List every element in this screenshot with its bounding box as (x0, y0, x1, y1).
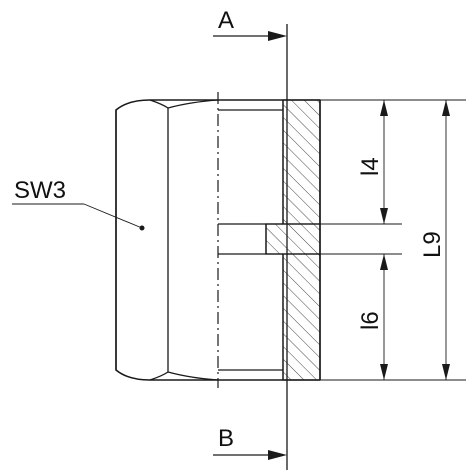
extension-lines (320, 99, 466, 381)
dimension-l6: l6 (357, 254, 388, 380)
section-marker-a: A (213, 7, 287, 41)
section-label-b: B (218, 425, 234, 452)
hex-body-view (115, 92, 219, 388)
section-marker-b: B (213, 425, 287, 460)
dimension-l4: l4 (357, 100, 388, 224)
label-l9: L9 (419, 231, 446, 258)
hatched-wall-upper (282, 99, 321, 225)
label-l6: l6 (357, 311, 384, 330)
section-label-a: A (218, 7, 234, 34)
label-l4: l4 (357, 157, 384, 176)
leader-sw3: SW3 (12, 177, 145, 231)
hatched-wall-web (265, 223, 321, 255)
section-view (218, 99, 321, 381)
hatched-wall-lower (282, 253, 321, 381)
label-sw3: SW3 (14, 177, 66, 204)
dimension-l9: L9 (419, 100, 450, 380)
